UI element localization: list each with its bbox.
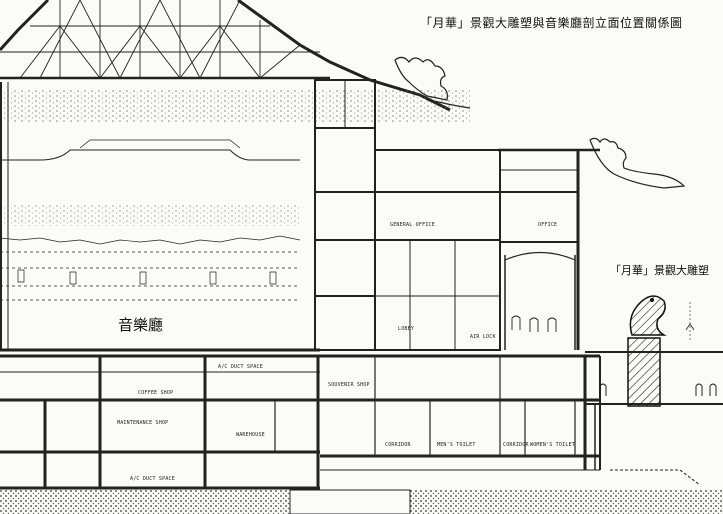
ceiling-pattern xyxy=(0,90,470,122)
room-label-general-office: GENERAL OFFICE xyxy=(390,222,435,228)
room-label-womens-toilet: WOMEN'S TOILET xyxy=(530,442,575,448)
lower-floors xyxy=(0,354,601,490)
room-label-corridor-1: CORRIDOR xyxy=(385,442,411,448)
room-label-ac-duct-upper: A/C DUCT SPACE xyxy=(218,364,263,370)
room-label-maintenance-shop: MAINTENANCE SHOP xyxy=(117,420,169,426)
room-label-mens-toilet: MEN'S TOILET xyxy=(437,442,476,448)
sculpture-moon xyxy=(627,295,667,407)
room-label-souvenir-shop: SOUVENIR SHOP xyxy=(328,382,370,388)
room-label-lobby: LOBBY xyxy=(398,326,415,332)
room-label-ac-duct-lower: A/C DUCT SPACE xyxy=(130,476,175,482)
sculpture-label: 「月華」景觀大雕塑 xyxy=(610,264,709,277)
room-label-air-lock: AIR LOCK xyxy=(470,334,496,340)
drawing-title: 「月華」景觀大雕塑與音樂廳剖立面位置關係圖 xyxy=(420,16,683,30)
balcony-pattern xyxy=(0,204,300,226)
room-label-warehouse: WAREHOUSE xyxy=(236,432,265,438)
building-structure xyxy=(314,79,580,351)
plaza xyxy=(585,300,723,486)
concert-hall-section xyxy=(0,82,320,352)
roof-truss xyxy=(0,0,451,112)
room-label-corridor-2: CORRIDOR xyxy=(503,442,529,448)
room-label-office: OFFICE xyxy=(538,222,558,228)
roof-ornament-lower xyxy=(498,137,686,189)
concert-hall-label: 音樂廳 xyxy=(118,316,164,334)
room-label-coffee-shop: COFFEE SHOP xyxy=(138,390,174,396)
